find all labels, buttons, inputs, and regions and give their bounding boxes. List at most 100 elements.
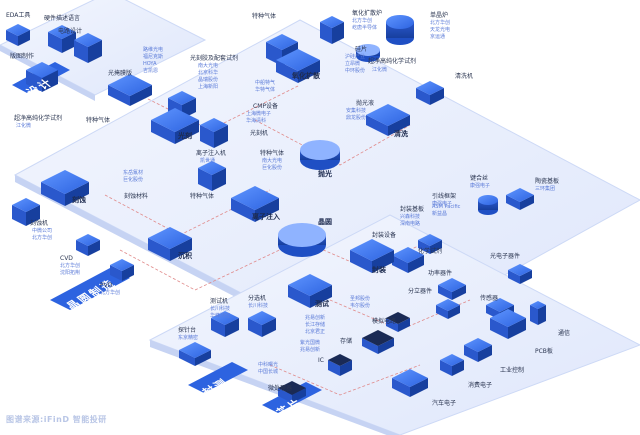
ceramic-substrate-block-top-face [506, 188, 534, 202]
label-photoresist-co-4: 上海新阳 [198, 84, 219, 90]
communication-tower-block-right-face [538, 305, 546, 325]
communication-tower-block-left-face [530, 305, 538, 325]
label-pvd: PVD [100, 282, 113, 289]
label-leadframe-co: 康强电子 [432, 201, 453, 207]
etching-block-top-face [41, 170, 89, 194]
label-gas-co-2: 华特气体 [255, 87, 276, 93]
hdl-block-top-face [48, 25, 76, 39]
deposition-block-left-face [148, 238, 170, 261]
industrial-block-top-face [464, 338, 492, 352]
label-etching: 刻蚀 [72, 196, 86, 204]
label-mpu-co-2: 中国长城 [258, 369, 279, 375]
label-ceramic-co: 三环集团 [535, 186, 556, 192]
label-cvd-co-2: 沈阳拓荆 [60, 270, 81, 276]
automotive-block-left-face [392, 378, 410, 397]
ion-implant-machine-block-top-face [198, 161, 226, 175]
industrial-block [464, 338, 492, 362]
source-credit: 图谱来源:iFinD 智能投研 [6, 415, 107, 424]
label-discrete: 分立器件 [408, 288, 433, 295]
cvd-block-top-face [76, 234, 100, 246]
label-photoresist-co-3: 晶瑞股份 [198, 77, 219, 83]
single-crystal-furnace-block-top [386, 15, 414, 29]
label-wafer-co-3: 中环股份 [345, 68, 366, 74]
cleaning-machine-block-left-face [416, 88, 430, 105]
cleaning-machine-block-top-face [416, 81, 444, 95]
lithography-block [151, 108, 199, 144]
label-communication: 通信 [558, 330, 571, 337]
etching-block-left-face [41, 182, 65, 206]
label-wet-chem-2: 超净高纯化学试剂 [368, 58, 417, 65]
industrial-block-left-face [464, 345, 478, 362]
automotive-block-top-face [392, 369, 428, 387]
label-photomask: 光掩膜版 [108, 70, 133, 77]
cleaning-block-right-face [388, 115, 410, 136]
packaging-equipment-block-left-face [392, 255, 408, 273]
label-ic: IC [318, 357, 324, 364]
oxidation-furnace-block-left-face [320, 22, 332, 44]
label-cleaning-machine: 清洗机 [455, 73, 474, 80]
label-test-co-2: 华峰测控 [210, 313, 231, 319]
test-machine-block-top-face [211, 311, 239, 325]
ceramic-substrate-block [506, 188, 534, 210]
label-cmp-co-2: 华海清科 [246, 118, 267, 124]
probe-block [179, 342, 211, 366]
label-furnace-co-1: 北方华创 [352, 18, 373, 24]
mpu-block [278, 381, 306, 403]
packaging-equipment-block-right-face [408, 255, 424, 273]
lithography-block-top-face [151, 108, 199, 132]
label-probe-co: 东京精密 [178, 335, 199, 341]
label-substrate: 封装基板 [400, 206, 425, 213]
label-sc-co-3: 京运通 [430, 34, 446, 40]
discrete-block-right-face [448, 305, 460, 319]
label-packaging: 封装 [372, 266, 386, 274]
consumer-block-right-face [452, 360, 464, 376]
label-single-crystal-furnace: 单晶炉 [430, 12, 449, 19]
ic-block-top-face [328, 354, 352, 366]
test-machine-block [211, 311, 239, 337]
label-ion-implant: 离子注入 [252, 213, 280, 221]
label-cmp-equipment: CMP设备 [253, 103, 278, 110]
mpu-block-top-face [278, 381, 306, 395]
label-sensor: 传感器 [480, 295, 499, 302]
cvd-block-right-face [88, 240, 100, 256]
testing-block-left-face [288, 285, 310, 308]
optical-device-block-right-face [520, 270, 532, 284]
etching-machine-block-top-face [12, 198, 40, 212]
layout-block-left-face [26, 70, 42, 92]
label-photoresist: 光刻胶及配套试剂 [190, 55, 239, 62]
label-sorting-co: 长川科技 [248, 303, 269, 309]
label-polish-co-2: 鼎龙股份 [346, 115, 367, 121]
storage-block [362, 330, 394, 354]
label-bonding-co: 康强电子 [470, 183, 491, 189]
analog-block [386, 312, 410, 332]
cvd-block [76, 234, 100, 256]
consumer-block-top-face [440, 354, 464, 366]
pcb-block-left-face [490, 318, 508, 339]
storage-block-left-face [362, 338, 378, 354]
ion-implant-machine-block-right-face [212, 168, 226, 191]
photomask-block-left-face [108, 85, 130, 106]
label-gas-co-1: 中船特气 [255, 80, 276, 86]
discrete-block [436, 299, 460, 319]
analog-block-top-face [386, 312, 410, 324]
label-furnace-co-2: 屹唐半导体 [352, 25, 378, 31]
label-oxidation: 氧化扩散 [292, 72, 320, 80]
label-industrial: 工业控制 [500, 367, 525, 374]
label-ceramic-substrate: 陶瓷基板 [535, 178, 560, 185]
oxidation-furnace-block-right-face [332, 22, 344, 44]
optical-device-block [508, 264, 532, 284]
circuit-design-block [74, 33, 102, 63]
testing-block-top-face [288, 274, 332, 296]
label-polish-co-1: 安集科技 [346, 108, 367, 114]
label-mpu-co-1: 中科曙光 [258, 362, 279, 368]
lithography-block-left-face [151, 120, 175, 144]
label-etch-gas-co-1: 东岳氟材 [123, 170, 144, 176]
ion-implant-machine-block-left-face [198, 168, 212, 191]
sorting-block-top-face [248, 311, 276, 325]
pvd-block [110, 259, 134, 281]
ion-implant-block-right-face [255, 198, 279, 222]
pcb-block-right-face [508, 318, 526, 339]
automotive-block-right-face [410, 378, 428, 397]
storage-block-right-face [378, 338, 394, 354]
power-device-block-right-face [452, 285, 466, 300]
